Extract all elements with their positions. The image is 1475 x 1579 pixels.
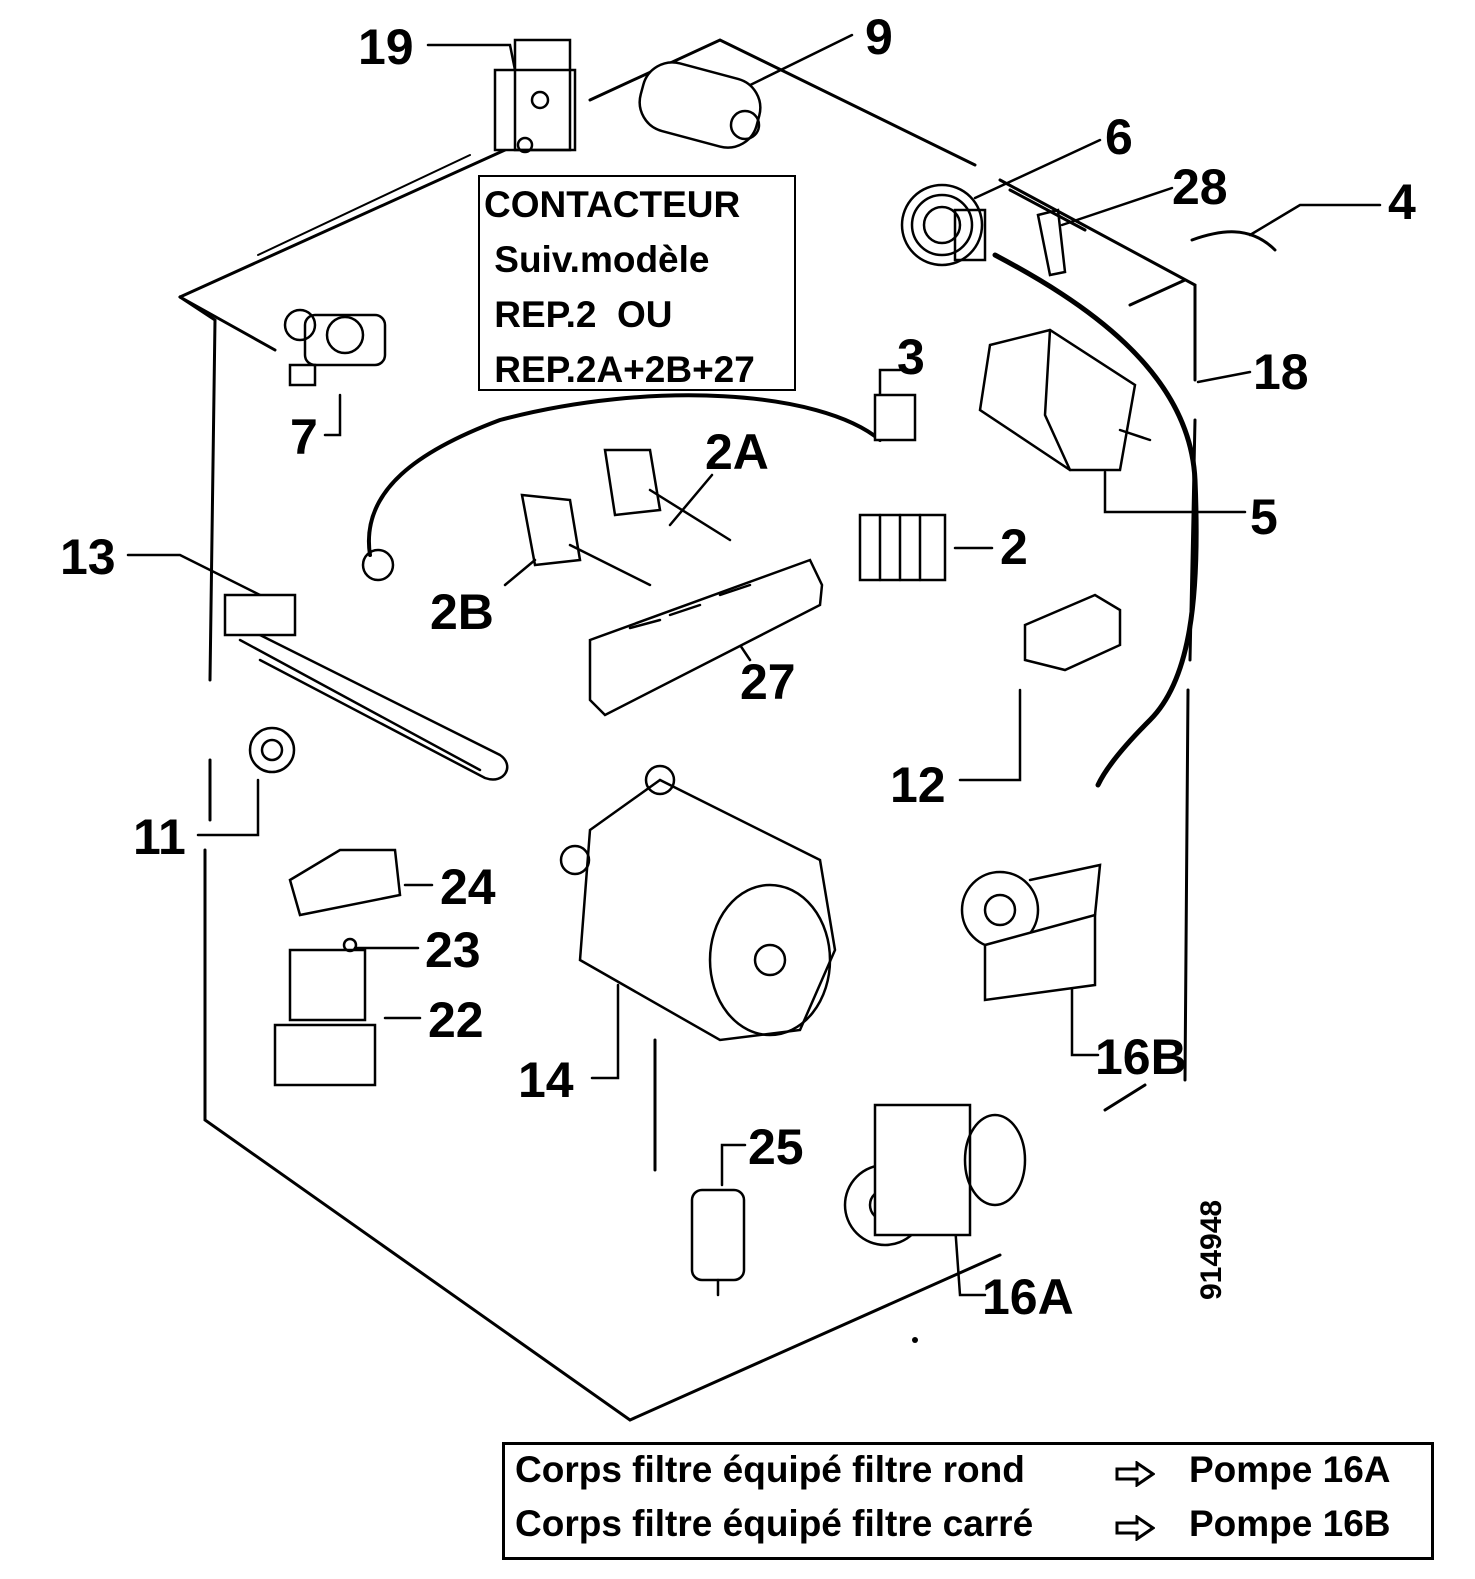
callout-19: 19 <box>358 19 414 75</box>
callout-4: 4 <box>1388 174 1416 230</box>
contacteur-title: CONTACTEUR <box>484 184 741 225</box>
note-condition: Corps filtre équipé filtre carré <box>515 1503 1034 1544</box>
callout-13: 13 <box>60 529 116 585</box>
part-7-valve <box>283 308 387 387</box>
part-9-capacitor <box>638 61 762 149</box>
contacteur-line-model: Suiv.modèle <box>484 239 710 280</box>
callout-14: 14 <box>518 1052 574 1108</box>
outline-arrow-right-icon <box>1115 1515 1155 1541</box>
part-27-bracket <box>588 558 824 717</box>
callout-23: 23 <box>425 922 481 978</box>
part-2-contactor <box>858 513 947 582</box>
part-25-capacitor <box>690 1188 746 1297</box>
callout-2: 2 <box>1000 519 1028 575</box>
part-16A-pump <box>843 1103 1027 1247</box>
part-11-gasket <box>248 726 296 774</box>
callout-12: 12 <box>890 757 946 813</box>
part-4-wire-clip <box>1190 230 1277 252</box>
part-28-clip <box>1036 208 1067 277</box>
part-5-programmer <box>978 328 1152 472</box>
callout-6: 6 <box>1105 109 1133 165</box>
part-22-23-door-interlock <box>273 937 377 1087</box>
callout-3: 3 <box>897 329 925 385</box>
callout-2A: 2A <box>705 424 769 480</box>
note-row-square-filter: Corps filtre équipé filtre carré <box>515 1503 1033 1545</box>
part-13-heater <box>223 593 509 781</box>
part-18-hose <box>992 252 1199 788</box>
part-6-pressure-switch <box>900 183 987 267</box>
callout-5: 5 <box>1250 489 1278 545</box>
part-24-part <box>288 848 402 917</box>
note-result-16B: Pompe 16B <box>1189 1503 1391 1544</box>
contacteur-line-rep2a: REP.2A+2B+27 <box>484 349 755 390</box>
diagram-reference-number: 914948 <box>1195 1199 1228 1300</box>
callout-25: 25 <box>748 1119 804 1175</box>
callout-24: 24 <box>440 859 496 915</box>
callout-18: 18 <box>1253 344 1309 400</box>
outline-arrow-right-icon <box>1115 1461 1155 1487</box>
part-16B-pump <box>960 863 1102 1002</box>
callout-11: 11 <box>133 809 186 865</box>
callout-9: 9 <box>865 9 893 65</box>
callout-22: 22 <box>428 992 484 1048</box>
part-14-motor <box>559 764 837 1042</box>
callout-16A: 16A <box>982 1269 1074 1325</box>
part-3-wire-harness <box>361 393 917 582</box>
contacteur-note-box: CONTACTEUR Suiv.modèle REP.2 OU REP.2A+2… <box>478 175 796 391</box>
callout-16B: 16B <box>1095 1029 1187 1085</box>
part-2A-switch <box>603 448 732 542</box>
callout-27: 27 <box>740 654 796 710</box>
part-19-door-lock <box>493 38 577 154</box>
note-condition: Corps filtre équipé filtre rond <box>515 1449 1025 1490</box>
part-2B-switch <box>520 493 652 587</box>
note-result-16A: Pompe 16A <box>1189 1449 1391 1490</box>
callout-2B: 2B <box>430 584 494 640</box>
contacteur-line-rep2: REP.2 OU <box>484 294 673 335</box>
filter-pump-note-box: Corps filtre équipé filtre rond Pompe 16… <box>502 1442 1434 1560</box>
cabinet-outline <box>178 38 1197 1422</box>
callout-28: 28 <box>1172 159 1228 215</box>
callout-7: 7 <box>290 409 318 465</box>
note-row-round-filter: Corps filtre équipé filtre rond <box>515 1449 1025 1491</box>
part-12-filter <box>1023 593 1122 672</box>
